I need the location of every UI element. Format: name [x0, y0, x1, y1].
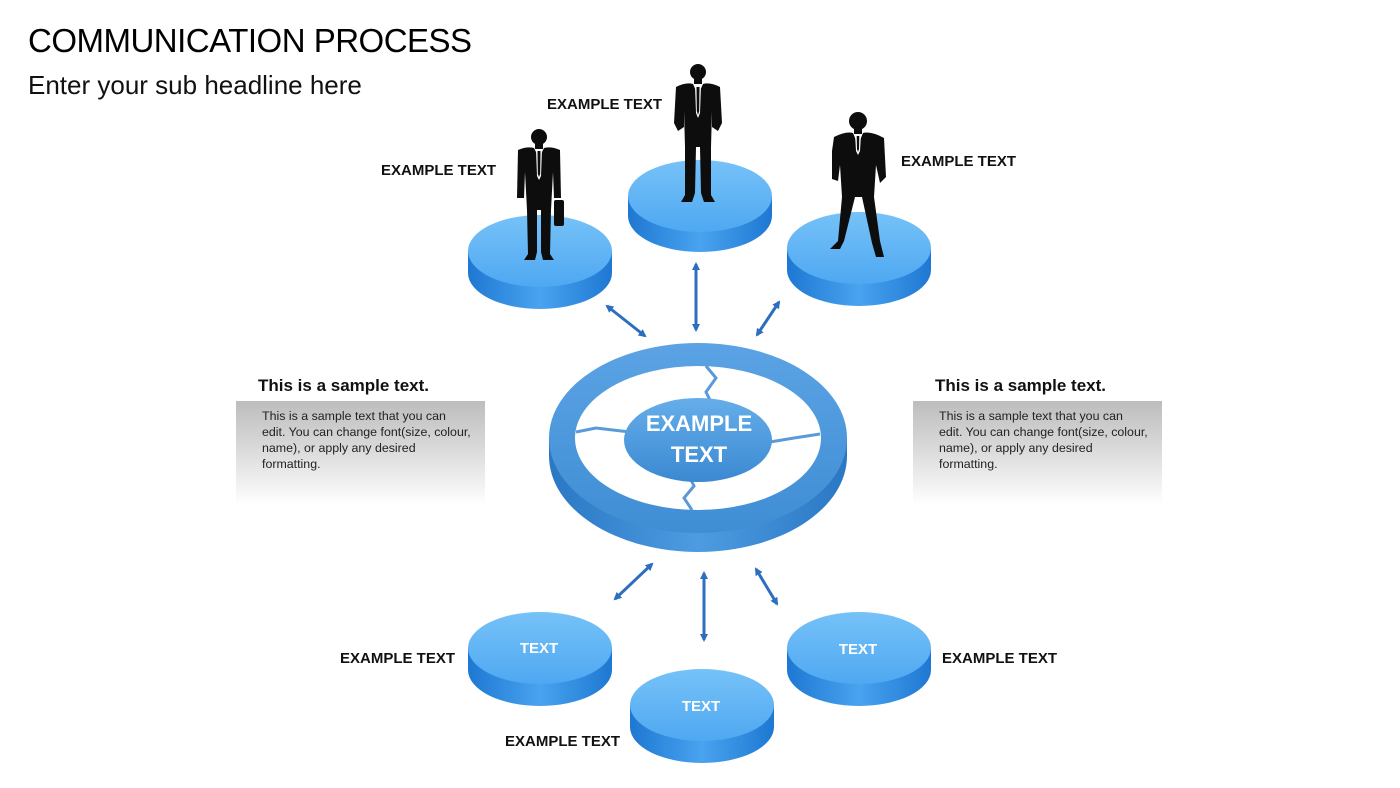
top-node-label-center: EXAMPLE TEXT: [547, 96, 662, 113]
top-disc-center: [628, 160, 772, 252]
right-text-box: This is a sample text that you can edit.…: [913, 401, 1162, 505]
top-disc-left: [468, 215, 612, 309]
bottom-disc-text-right: TEXT: [839, 641, 877, 658]
center-ring: EXAMPLE TEXT: [549, 343, 847, 552]
bottom-disc-center: TEXT: [630, 669, 774, 763]
arrow-top-left: [605, 304, 647, 338]
left-box-title: This is a sample text.: [258, 376, 430, 395]
bottom-disc-left: TEXT: [468, 612, 612, 706]
center-text-line2: TEXT: [671, 442, 728, 467]
right-box-body: This is a sample text that you can edit.…: [939, 409, 1148, 471]
top-node-label-left: EXAMPLE TEXT: [381, 162, 496, 179]
page-subtitle: Enter your sub headline here: [28, 70, 362, 100]
top-node-label-right: EXAMPLE TEXT: [901, 153, 1016, 170]
bottom-disc-right: TEXT: [787, 612, 931, 706]
right-box-title: This is a sample text.: [935, 376, 1107, 395]
bottom-disc-text-left: TEXT: [520, 640, 558, 657]
bottom-node-label-center: EXAMPLE TEXT: [505, 733, 620, 750]
arrow-top-right: [755, 300, 781, 337]
page-title: COMMUNICATION PROCESS: [28, 22, 472, 59]
bottom-node-label-right: EXAMPLE TEXT: [942, 650, 1057, 667]
arrow-bottom-left: [613, 562, 654, 601]
center-oval: [624, 398, 772, 482]
center-text-line1: EXAMPLE: [646, 411, 752, 436]
bottom-node-label-left: EXAMPLE TEXT: [340, 650, 455, 667]
top-disc-right: [787, 212, 931, 306]
left-box-body: This is a sample text that you can edit.…: [262, 409, 471, 471]
businessman-hands-in-pockets-icon: [674, 64, 722, 202]
bottom-disc-text-center: TEXT: [682, 698, 720, 715]
businessman-standing-icon: [830, 112, 886, 257]
connector-arrows: [605, 262, 781, 642]
arrow-bottom-right: [754, 567, 779, 606]
businessman-briefcase-icon: [517, 129, 564, 260]
left-text-box: This is a sample text that you can edit.…: [236, 401, 485, 505]
